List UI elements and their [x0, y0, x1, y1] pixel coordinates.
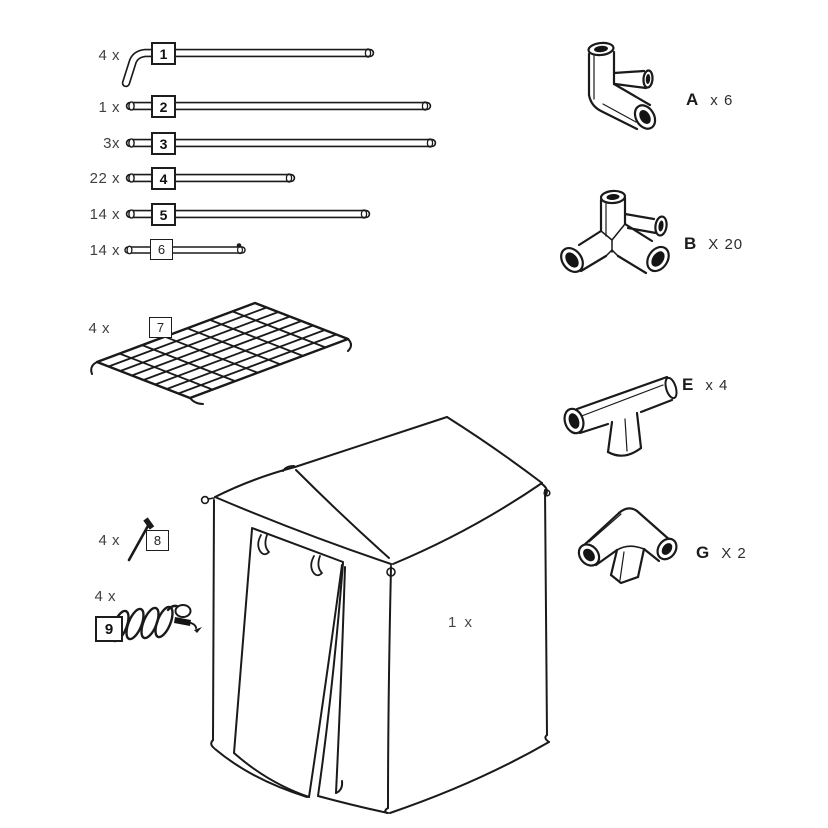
connector-G-qty: X 2: [721, 545, 747, 562]
part-7-mesh-panel-drawing: [90, 301, 352, 405]
connector-E-letter: E: [682, 375, 694, 394]
part-2-qty-label: 1 x: [98, 99, 120, 116]
part-7-qty-label: 4 x: [88, 320, 110, 337]
part-9-badge: 9: [95, 616, 123, 642]
part-2-pole-drawing: [125, 101, 432, 111]
part-1-badge: 1: [151, 42, 176, 65]
connector-A-label: A x 6: [686, 90, 733, 110]
part-3-qty-label: 3x: [103, 135, 120, 152]
part-6-qty-label: 14 x: [89, 242, 120, 259]
connector-E-label: E x 4: [682, 375, 728, 395]
connector-G-drawing: [577, 507, 678, 585]
part-8-stake-drawing: [127, 517, 155, 562]
connector-B-drawing: [560, 189, 670, 275]
part-6-pole-with-pin-drawing: [124, 243, 246, 255]
part-5-badge: 5: [151, 203, 176, 226]
connector-B-label: B X 20: [684, 234, 743, 254]
connector-B-letter: B: [684, 234, 697, 253]
part-6-badge: 6: [150, 239, 173, 260]
part-5-qty-label: 14 x: [89, 206, 120, 223]
part-1-qty-label: 4 x: [98, 47, 120, 64]
connector-A-qty: x 6: [710, 92, 734, 109]
part-8-qty-label: 4 x: [98, 532, 120, 549]
tent-cover-qty-label: 1 x: [448, 614, 475, 631]
part-4-qty-label: 22 x: [89, 170, 120, 187]
connector-A-drawing: [587, 41, 657, 131]
connector-G-letter: G: [696, 543, 710, 562]
connector-E-drawing: [563, 375, 678, 457]
part-2-badge: 2: [151, 95, 176, 118]
tent-cover-drawing: [200, 416, 551, 814]
part-7-badge: 7: [149, 317, 172, 338]
part-3-pole-drawing: [125, 138, 437, 148]
connector-B-qty: X 20: [708, 236, 744, 253]
part-3-badge: 3: [151, 132, 176, 155]
part-8-badge: 8: [146, 530, 169, 551]
part-1-bent-pole-drawing: [121, 48, 375, 88]
part-4-badge: 4: [151, 167, 176, 190]
connector-G-label: G X 2: [696, 543, 747, 563]
connector-A-letter: A: [686, 90, 699, 109]
part-9-rope-coil-drawing: [110, 604, 202, 643]
part-9-qty-label: 4 x: [94, 588, 116, 605]
connector-E-qty: x 4: [705, 377, 729, 394]
